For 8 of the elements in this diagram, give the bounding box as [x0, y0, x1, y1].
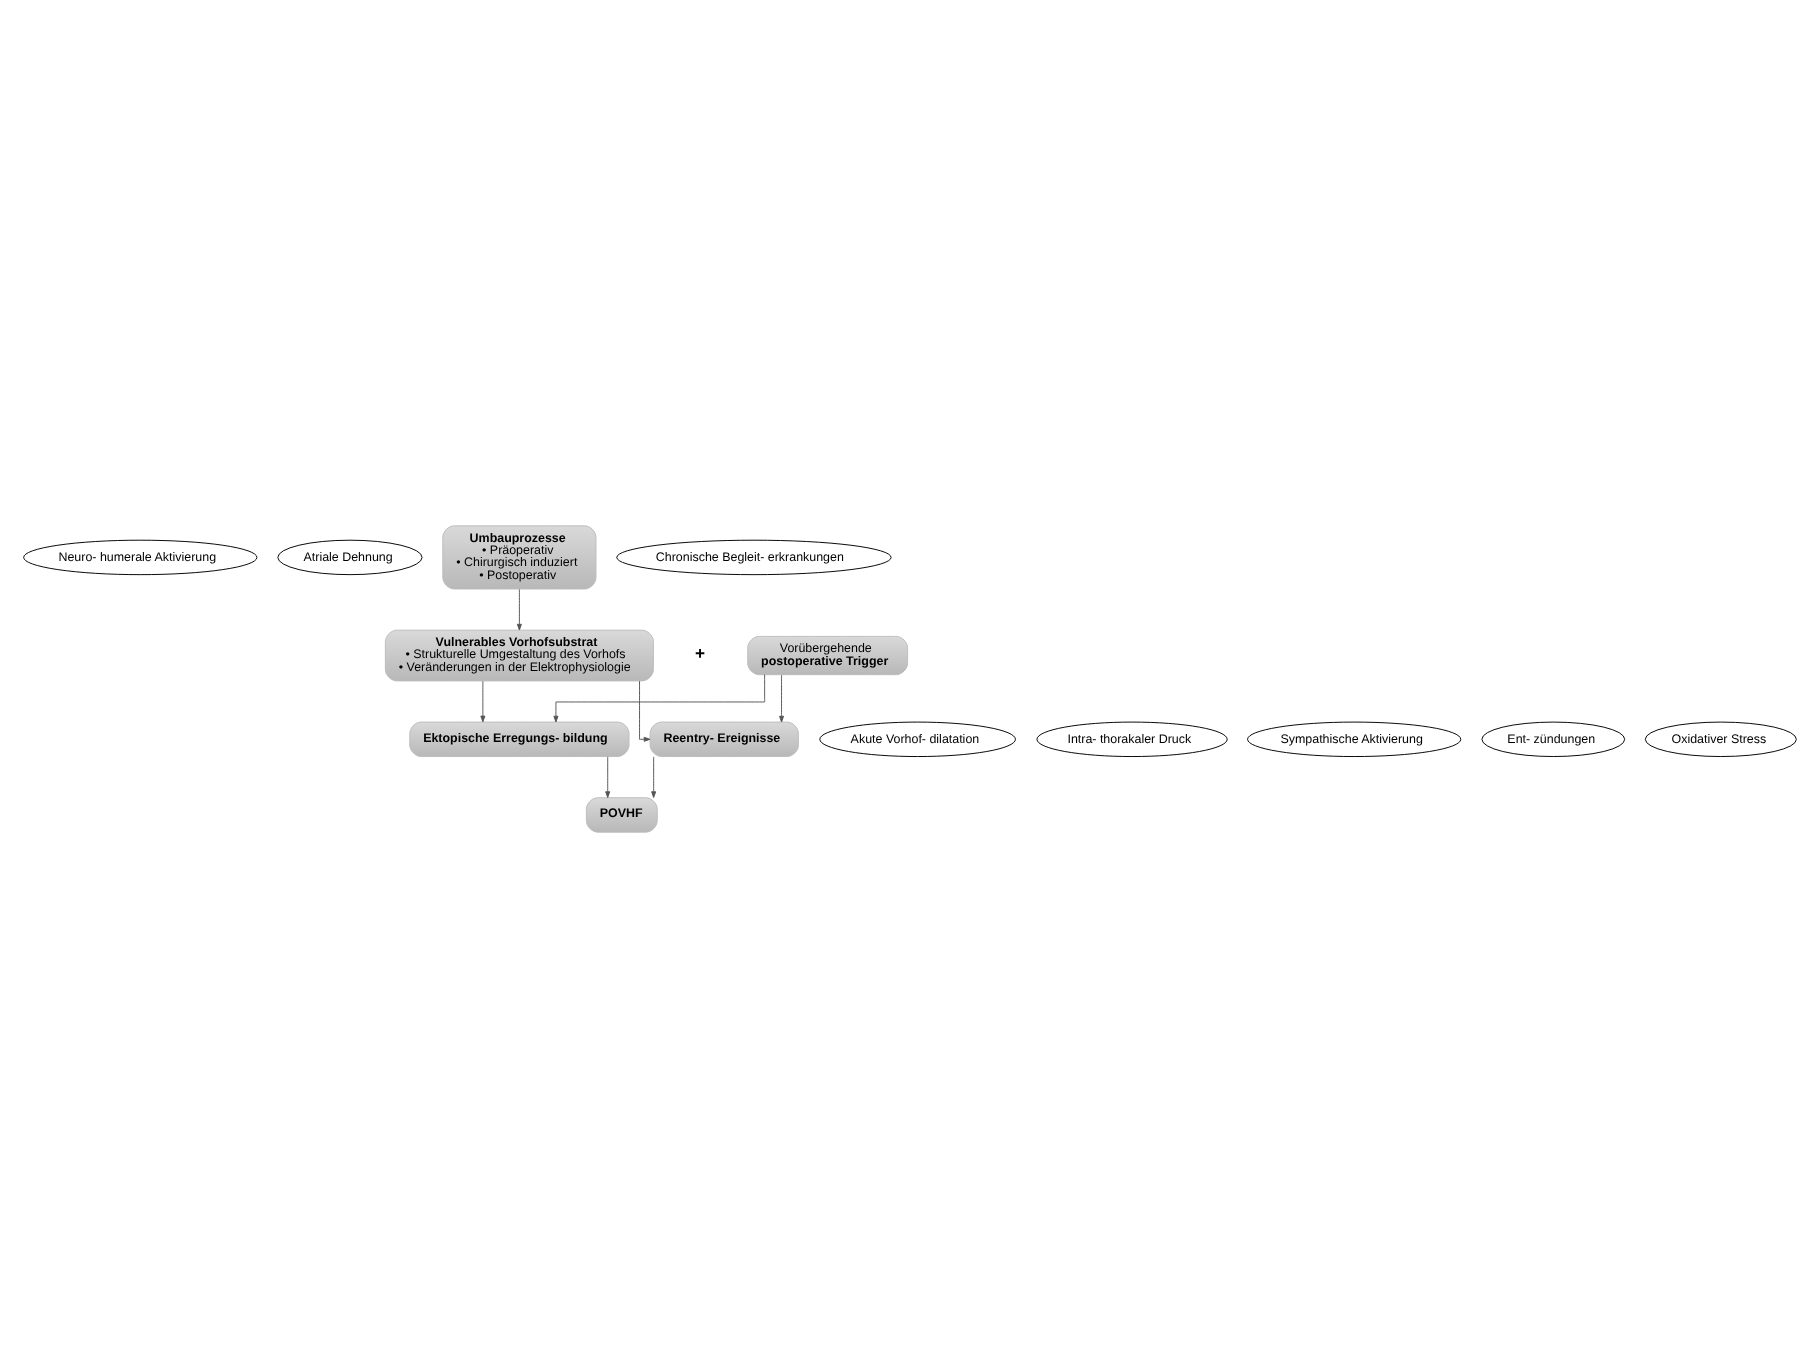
- arrow: [553, 674, 766, 723]
- arrow: [639, 680, 651, 742]
- arrow: [480, 680, 486, 723]
- arrow: [605, 756, 611, 798]
- label: +: [695, 642, 706, 663]
- arrow: [779, 674, 785, 723]
- arrow: [651, 756, 657, 798]
- arrow: [516, 588, 522, 631]
